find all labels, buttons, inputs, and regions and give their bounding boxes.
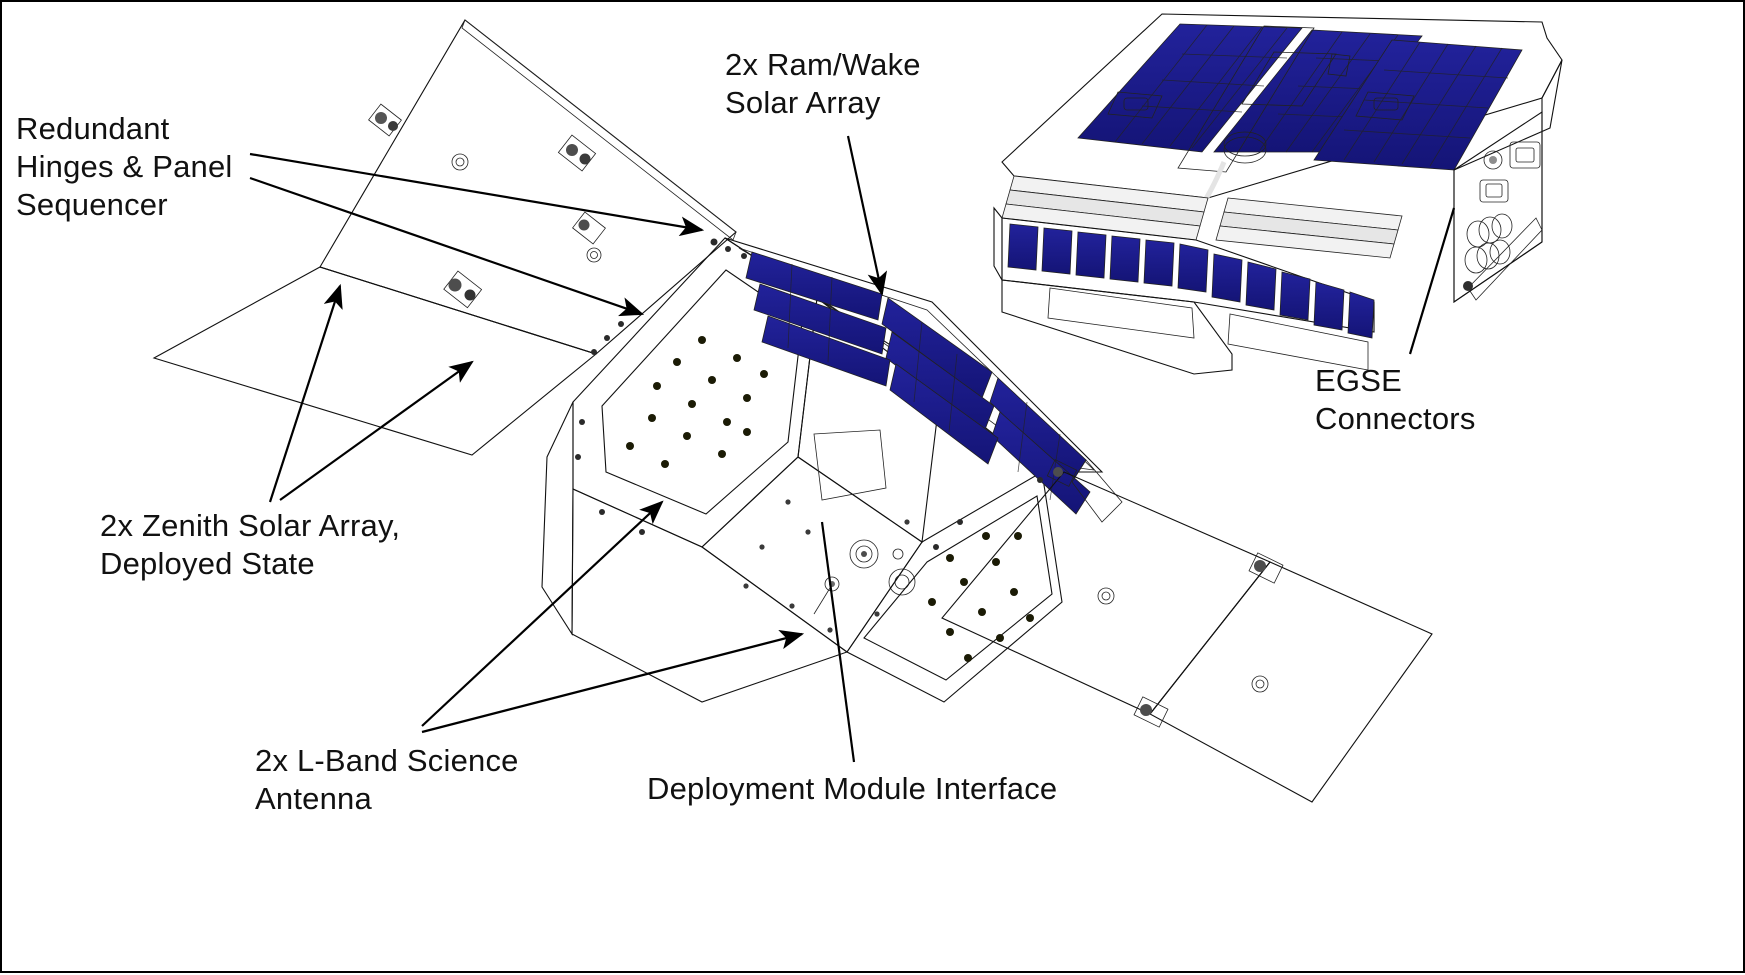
- hinge-cluster-upper: [368, 103, 597, 172]
- hinge-cluster-right: [1046, 459, 1284, 728]
- zenith-panel-right: [941, 459, 1433, 803]
- l-band-antenna-olive: [846, 471, 1063, 703]
- leader-zenith-right: [279, 360, 474, 501]
- label-redundant-hinges: Redundant Hinges & Panel Sequencer: [16, 111, 233, 222]
- leader-hinges-mid: [249, 176, 645, 317]
- orange-patch: [813, 429, 887, 501]
- leader-deployment-interface: [820, 521, 856, 763]
- leader-ram-wake: [846, 135, 888, 297]
- zenith-panel-left: [152, 19, 737, 456]
- callout-leader-lines: [249, 135, 1456, 763]
- label-egse-connectors: EGSE Connectors: [1315, 363, 1476, 436]
- egse-connector-block: [1453, 59, 1563, 304]
- hinge-pips: [575, 238, 1043, 550]
- leader-lband-yellow: [421, 500, 664, 727]
- label-deployment-module-interface: Deployment Module Interface: [647, 771, 1058, 806]
- label-ram-wake-array: 2x Ram/Wake Solar Array: [725, 47, 921, 120]
- label-l-band-antenna: 2x L-Band Science Antenna: [255, 743, 519, 816]
- hinge-cluster-mid: [443, 211, 606, 309]
- leader-lband-olive: [421, 629, 805, 734]
- label-zenith-solar-array: 2x Zenith Solar Array, Deployed State: [100, 508, 401, 581]
- leader-egse: [1408, 207, 1456, 355]
- leader-zenith-left: [268, 283, 343, 503]
- ram-wake-solar-array: [724, 237, 1123, 523]
- inset-view-stowed: [993, 13, 1563, 375]
- leader-hinges-upper: [249, 152, 705, 237]
